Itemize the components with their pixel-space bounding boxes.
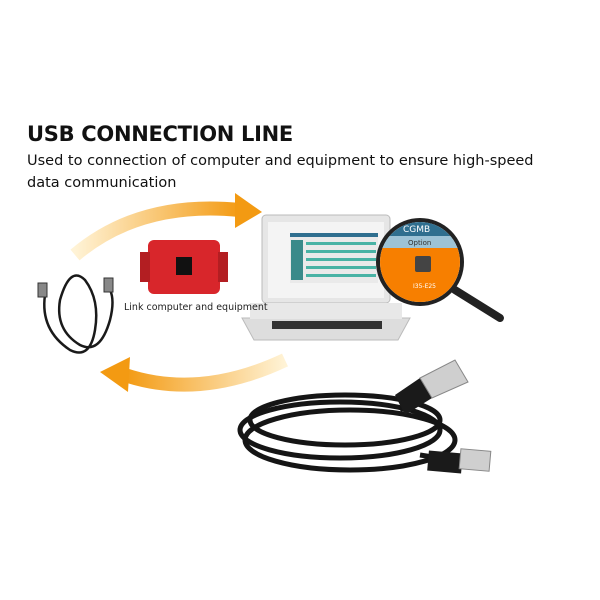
mag-app-name: CGMB bbox=[403, 225, 430, 235]
laptop bbox=[241, 214, 411, 341]
red-device bbox=[140, 240, 228, 294]
usb-plug-top bbox=[395, 359, 469, 415]
mag-chip-label: I35-E25 bbox=[413, 283, 436, 290]
magnifier-icon: CGMB Option I35-E25 bbox=[376, 218, 504, 322]
arrow-bottom-icon bbox=[100, 353, 288, 392]
usb-plug-bottom bbox=[427, 448, 492, 474]
mag-menu: Option bbox=[408, 239, 431, 247]
arrow-top-icon bbox=[70, 193, 262, 261]
usb-cable-small bbox=[37, 274, 114, 354]
caption: Link computer and equipment bbox=[124, 302, 268, 313]
subtitle: Used to connection of computer and equip… bbox=[27, 153, 534, 191]
page-title: USB CONNECTION LINE bbox=[27, 122, 293, 146]
